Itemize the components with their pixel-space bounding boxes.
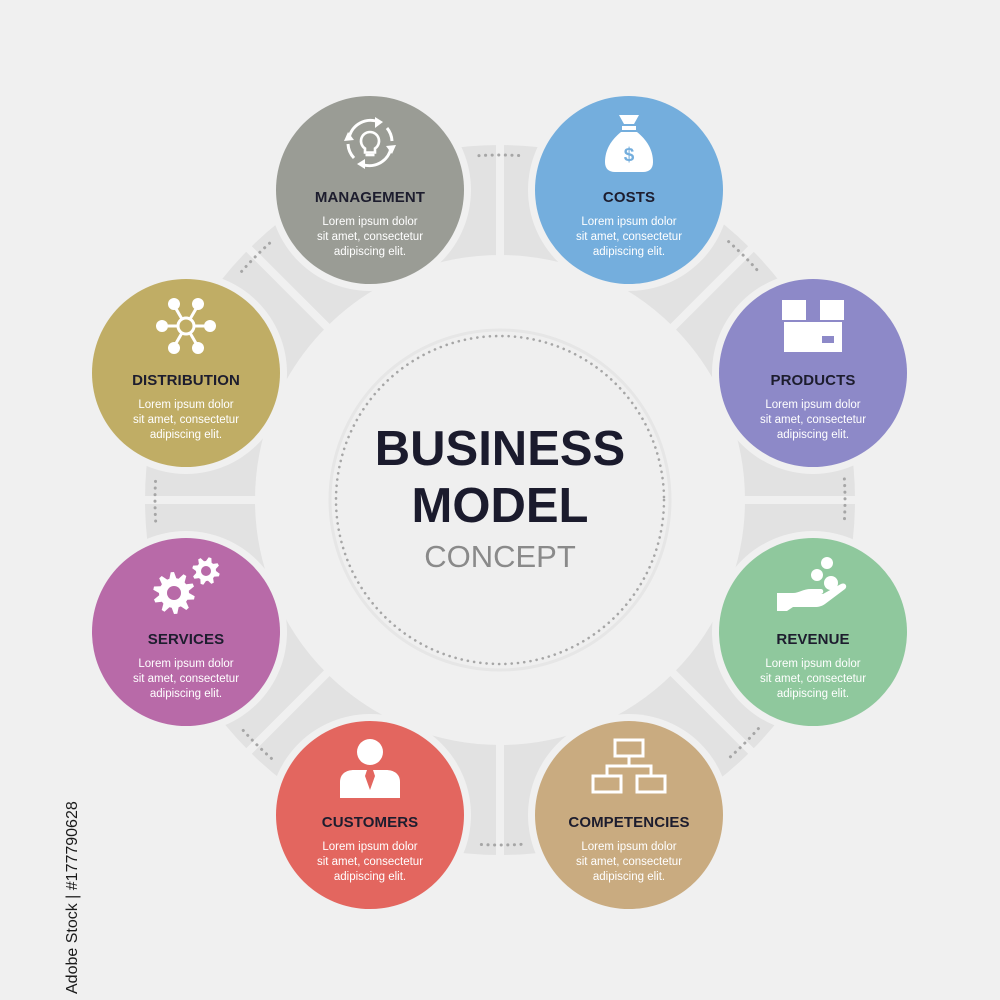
- dotted-connector: [842, 477, 847, 523]
- cycle-lightbulb-icon: [276, 110, 464, 176]
- stock-id-label: Adobe Stock | #177790628: [64, 801, 81, 994]
- desc-line: sit amet, consectetur: [132, 414, 240, 426]
- desc-line: Lorem ipsum dolor: [322, 216, 418, 228]
- node-description: Lorem ipsum dolor sit amet, consectetur …: [304, 840, 436, 885]
- node-title: COSTS: [602, 189, 656, 206]
- node-title: REVENUE: [776, 631, 850, 648]
- hand-coins-icon: [719, 552, 907, 618]
- desc-line: Lorem ipsum dolor: [765, 399, 861, 411]
- desc-line: adipiscing elit.: [149, 688, 223, 700]
- dotted-connector: [477, 153, 523, 158]
- node-description: Lorem ipsum dolor sit amet, consectetur …: [747, 398, 879, 443]
- desc-line: adipiscing elit.: [592, 246, 666, 258]
- desc-line: sit amet, consectetur: [316, 856, 424, 868]
- desc-line: sit amet, consectetur: [575, 231, 683, 243]
- center-circle: [328, 328, 672, 672]
- ring-spoke: [242, 618, 382, 758]
- gears-icon: [92, 552, 280, 618]
- person-icon: [276, 735, 464, 801]
- node-title: CUSTOMERS: [321, 814, 419, 831]
- dotted-connector: [727, 727, 760, 760]
- desc-line: sit amet, consectetur: [132, 673, 240, 685]
- node-title: PRODUCTS: [770, 372, 856, 389]
- dotted-connector: [153, 477, 158, 523]
- box-icon: [719, 293, 907, 359]
- node-title: SERVICES: [147, 631, 225, 648]
- node-title: COMPETENCIES: [568, 814, 690, 831]
- node-services[interactable]: SERVICES Lorem ipsum dolor sit amet, con…: [92, 538, 280, 726]
- desc-line: Lorem ipsum dolor: [765, 658, 861, 670]
- node-description: Lorem ipsum dolor sit amet, consectetur …: [563, 840, 695, 885]
- desc-line: sit amet, consectetur: [316, 231, 424, 243]
- ring-spoke: [242, 242, 382, 382]
- node-title: DISTRIBUTION: [132, 372, 240, 389]
- dotted-connector: [240, 727, 273, 760]
- network-icon: [92, 293, 280, 359]
- node-revenue[interactable]: REVENUE Lorem ipsum dolor sit amet, cons…: [719, 538, 907, 726]
- center-subtitle: CONCEPT: [424, 539, 576, 574]
- desc-line: adipiscing elit.: [333, 246, 407, 258]
- node-description: Lorem ipsum dolor sit amet, consectetur …: [563, 215, 695, 260]
- desc-line: sit amet, consectetur: [759, 414, 867, 426]
- money-bag-icon: $: [535, 110, 723, 176]
- node-distribution[interactable]: DISTRIBUTION Lorem ipsum dolor sit amet,…: [92, 279, 280, 467]
- desc-line: adipiscing elit.: [776, 688, 850, 700]
- center-title-model: MODEL: [411, 479, 589, 533]
- desc-line: sit amet, consectetur: [575, 856, 683, 868]
- dotted-connectors: [153, 153, 847, 847]
- desc-line: adipiscing elit.: [333, 871, 407, 883]
- desc-line: Lorem ipsum dolor: [581, 841, 677, 853]
- ring-spokes: [140, 140, 860, 860]
- node-products[interactable]: PRODUCTS Lorem ipsum dolor sit amet, con…: [719, 279, 907, 467]
- dotted-connector: [240, 240, 273, 273]
- desc-line: Lorem ipsum dolor: [581, 216, 677, 228]
- hierarchy-icon: [535, 735, 723, 801]
- node-description: Lorem ipsum dolor sit amet, consectetur …: [120, 657, 252, 702]
- desc-line: Lorem ipsum dolor: [138, 399, 234, 411]
- desc-line: Lorem ipsum dolor: [138, 658, 234, 670]
- desc-line: adipiscing elit.: [149, 429, 223, 441]
- center-title-business: BUSINESS: [374, 422, 626, 476]
- dotted-connector: [477, 842, 523, 847]
- desc-line: Lorem ipsum dolor: [322, 841, 418, 853]
- ring-spoke: [618, 242, 758, 382]
- center-dotted-border: [334, 334, 666, 666]
- node-description: Lorem ipsum dolor sit amet, consectetur …: [304, 215, 436, 260]
- desc-line: adipiscing elit.: [776, 429, 850, 441]
- node-description: Lorem ipsum dolor sit amet, consectetur …: [120, 398, 252, 443]
- desc-line: sit amet, consectetur: [759, 673, 867, 685]
- node-customers[interactable]: CUSTOMERS Lorem ipsum dolor sit amet, co…: [276, 721, 464, 909]
- node-competencies[interactable]: COMPETENCIES Lorem ipsum dolor sit amet,…: [535, 721, 723, 909]
- node-management[interactable]: MANAGEMENT Lorem ipsum dolor sit amet, c…: [276, 96, 464, 284]
- svg-text:$: $: [624, 145, 635, 166]
- desc-line: adipiscing elit.: [592, 871, 666, 883]
- node-title: MANAGEMENT: [314, 189, 426, 206]
- dotted-connector: [727, 240, 760, 273]
- node-description: Lorem ipsum dolor sit amet, consectetur …: [747, 657, 879, 702]
- node-costs[interactable]: $ COSTS Lorem ipsum dolor sit amet, cons…: [535, 96, 723, 284]
- ring-spoke: [618, 618, 758, 758]
